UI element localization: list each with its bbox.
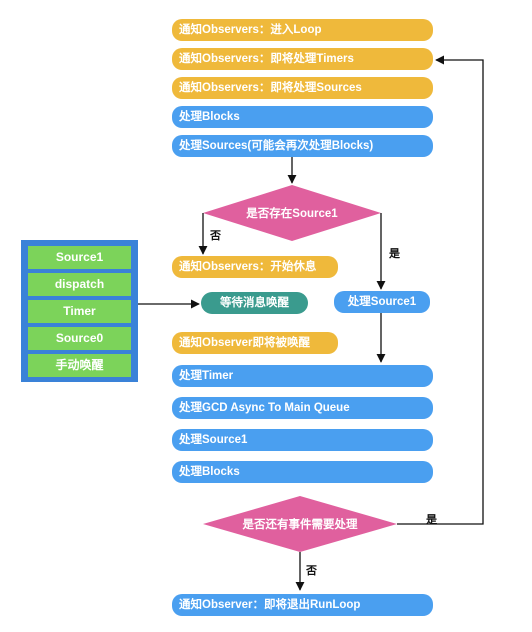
wakeup-source-item: Source1 — [28, 246, 131, 269]
decision-more-events-label: 是否还有事件需要处理 — [242, 519, 358, 531]
step-handle-source1-direct: 处理Source1 — [334, 291, 430, 313]
step-waiting: 等待消息唤醒 — [201, 292, 308, 314]
decision-diamond-source1 — [203, 185, 381, 241]
step-sources: 处理Sources(可能会再次处理Blocks) — [172, 135, 433, 157]
step-exit: 通知Observer：即将退出RunLoop — [172, 594, 433, 616]
step-before-timers: 通知Observers：即将处理Timers — [172, 48, 433, 70]
step-gcd: 处理GCD Async To Main Queue — [172, 397, 433, 419]
step-before-sources: 通知Observers：即将处理Sources — [172, 77, 433, 99]
step-blocks-1: 处理Blocks — [172, 106, 433, 128]
wakeup-source-item: Source0 — [28, 327, 131, 350]
wakeup-source-item: 手动唤醒 — [28, 354, 131, 377]
arrow-loop-back — [397, 55, 484, 525]
branch-no-label-1: 否 — [210, 230, 221, 242]
wakeup-source-item: dispatch — [28, 273, 131, 296]
step-enter-loop: 通知Observers：进入Loop — [172, 19, 433, 41]
branch-yes-label-2: 是 — [426, 514, 437, 526]
branch-no-label-2: 否 — [306, 565, 317, 577]
branch-yes-label-1: 是 — [389, 248, 400, 260]
step-source1: 处理Source1 — [172, 429, 433, 451]
wakeup-sources-panel: Source1 dispatch Timer Source0 手动唤醒 — [21, 240, 138, 382]
step-after-waiting: 通知Observer即将被唤醒 — [172, 332, 338, 354]
step-blocks-2: 处理Blocks — [172, 461, 433, 483]
wakeup-source-item: Timer — [28, 300, 131, 323]
decision-diamond-more-events — [203, 496, 397, 552]
step-before-waiting: 通知Observers：开始休息 — [172, 256, 338, 278]
step-timer: 处理Timer — [172, 365, 433, 387]
decision-source1-label: 是否存在Source1 — [246, 208, 338, 220]
